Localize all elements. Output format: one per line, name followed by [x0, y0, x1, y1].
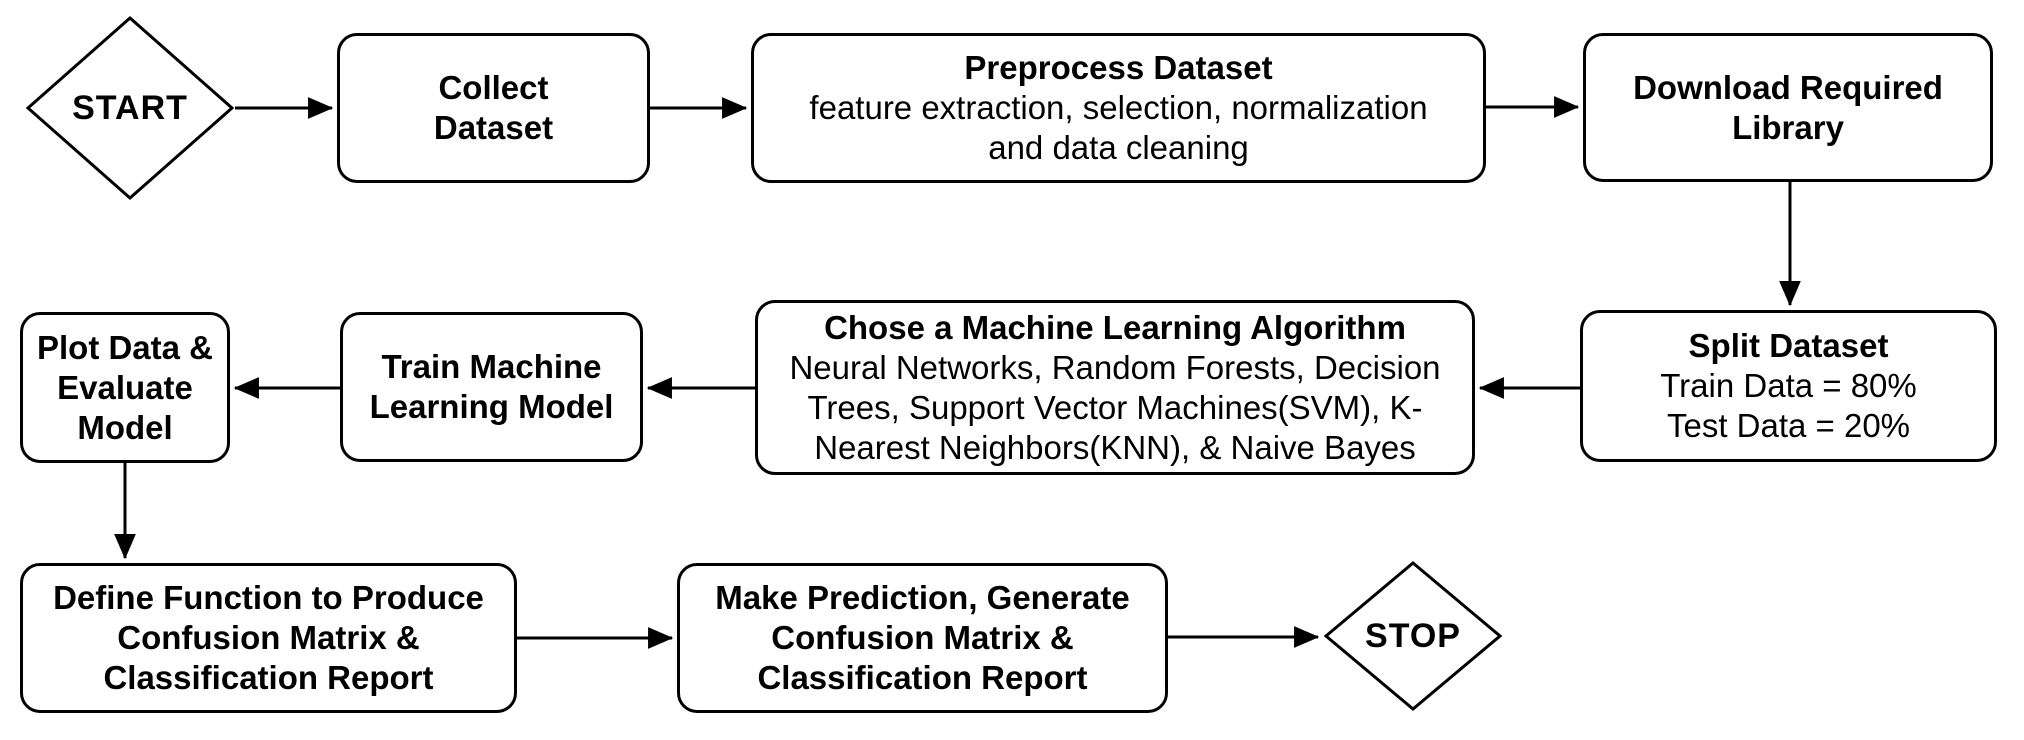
stop-label: STOP [1365, 616, 1461, 655]
define-function-title: Define Function to Produce Confusion Mat… [53, 579, 484, 696]
node-download-required-library: Download Required Library [1583, 33, 1993, 182]
node-chose-ml-algorithm: Chose a Machine Learning Algorithm Neura… [755, 300, 1475, 475]
node-split-dataset: Split Dataset Train Data = 80% Test Data… [1580, 310, 1997, 462]
node-plot-evaluate-model: Plot Data & Evaluate Model [20, 312, 230, 463]
node-make-prediction: Make Prediction, Generate Confusion Matr… [677, 563, 1168, 713]
stop-diamond-shape [1323, 561, 1503, 711]
node-collect-dataset: Collect Dataset [337, 33, 650, 183]
split-dataset-body: Train Data = 80% Test Data = 20% [1660, 367, 1917, 444]
node-train-ml-model: Train Machine Learning Model [340, 312, 643, 462]
make-prediction-title: Make Prediction, Generate Confusion Matr… [715, 579, 1130, 696]
collect-dataset-title: Collect Dataset [433, 69, 554, 146]
chose-ml-algorithm-title: Chose a Machine Learning Algorithm [824, 308, 1406, 346]
node-stop-terminator: STOP [1323, 560, 1503, 712]
plot-evaluate-model-title: Plot Data & Evaluate Model [36, 328, 214, 446]
node-preprocess-dataset: Preprocess Dataset feature extraction, s… [751, 33, 1486, 183]
train-ml-model-title: Train Machine Learning Model [369, 348, 614, 425]
preprocess-dataset-title: Preprocess Dataset [964, 49, 1273, 86]
preprocess-dataset-body: feature extraction, selection, normaliza… [809, 89, 1428, 166]
node-start-terminator: START [25, 15, 235, 201]
start-diamond-shape [25, 15, 235, 201]
chose-ml-algorithm-body: Neural Networks, Random Forests, Decisio… [789, 348, 1441, 466]
download-required-library-title: Download Required Library [1633, 68, 1943, 146]
split-dataset-title: Split Dataset [1688, 327, 1889, 364]
start-label: START [72, 88, 188, 127]
node-define-function: Define Function to Produce Confusion Mat… [20, 563, 517, 713]
